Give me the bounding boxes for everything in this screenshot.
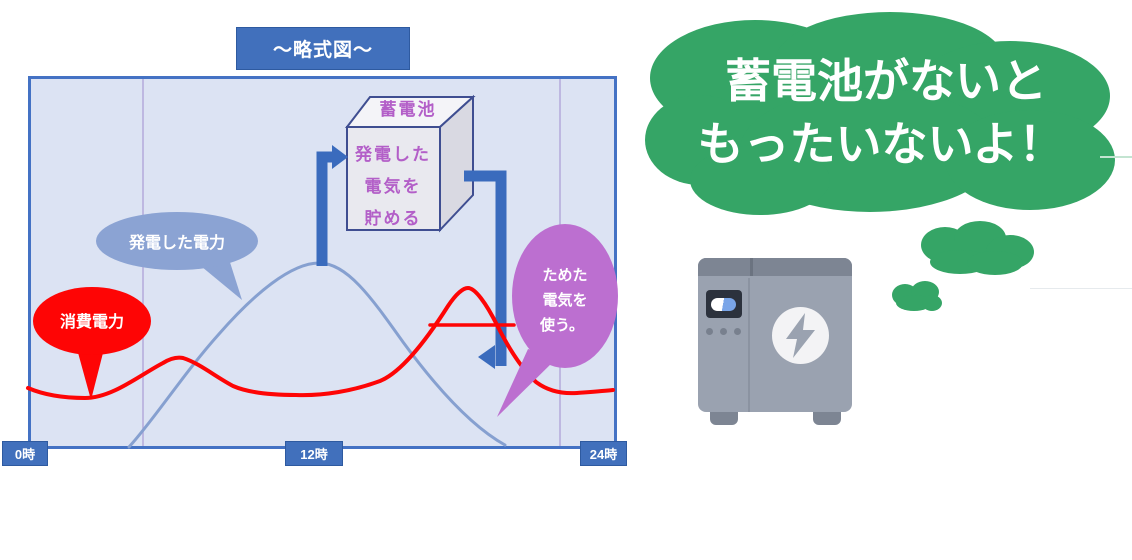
home-battery-illustration bbox=[694, 254, 860, 430]
axis-label-12h: 12時 bbox=[285, 441, 343, 466]
battery-box-front-face bbox=[346, 126, 441, 231]
diagram-title-box: ～略式図～ bbox=[236, 27, 410, 70]
lightning-bolt-icon bbox=[786, 313, 815, 358]
use-stored-bubble: ためた 電気を 使う。 bbox=[497, 224, 618, 417]
indicator-led-2 bbox=[720, 328, 727, 335]
thought-cloud-line-1: 蓄電池がないと bbox=[725, 56, 1047, 107]
indicator-led-1 bbox=[706, 328, 713, 335]
consumed-power-bubble: 消費電力 bbox=[33, 287, 151, 400]
generated-power-bubble: 発電した電力 bbox=[96, 212, 258, 300]
use-stored-bubble-tail bbox=[497, 349, 556, 417]
battery-top-notch bbox=[750, 258, 753, 276]
battery-box-3d bbox=[344, 94, 476, 233]
use-stored-line-2: 電気を bbox=[542, 291, 587, 309]
battery-foot-right bbox=[813, 412, 841, 425]
discharge-arrow-shaft bbox=[464, 170, 507, 366]
use-stored-line-3: 使う。 bbox=[539, 316, 584, 334]
indicator-led-3 bbox=[734, 328, 741, 335]
axis-label-0h: 0時 bbox=[2, 441, 48, 466]
use-stored-bubble-body bbox=[512, 224, 618, 368]
thought-cloud-graphic: 蓄電池がないと もったいないよ！ bbox=[645, 12, 1115, 311]
battery-box-top-label: 蓄電池 bbox=[380, 99, 437, 119]
thought-cloud bbox=[645, 12, 1115, 215]
battery-box-line-2: 電気を bbox=[365, 176, 422, 196]
thought-cloud-line-2: もったいないよ！ bbox=[697, 119, 1064, 170]
battery-top-strip bbox=[698, 258, 852, 276]
schematic-diagram: 発電した電力 消費電力 ためた 電気を 使う。 蓄電池 発電した 電気を 貯める bbox=[26, 76, 618, 449]
charge-arrow-shaft bbox=[316, 151, 332, 266]
battery-level-icon bbox=[711, 298, 736, 311]
battery-foot-left bbox=[710, 412, 738, 425]
charge-arrow bbox=[316, 145, 348, 266]
charge-arrow-head bbox=[332, 145, 348, 169]
battery-box-line-3: 貯める bbox=[365, 208, 422, 228]
discharge-arrow-head bbox=[478, 345, 495, 369]
generated-power-label: 発電した電力 bbox=[128, 233, 225, 252]
faint-green-line bbox=[1100, 156, 1132, 158]
use-stored-line-1: ためた bbox=[542, 267, 587, 284]
diagram-title: ～略式図～ bbox=[272, 40, 373, 61]
consumed-power-bubble-body bbox=[33, 287, 151, 355]
generated-power-bubble-body bbox=[96, 212, 258, 270]
axis-label-24h: 24時 bbox=[580, 441, 627, 466]
thought-cloud-puff-small bbox=[892, 281, 942, 311]
battery-box-line-1: 発電した bbox=[354, 144, 431, 164]
thought-cloud-puff-medium bbox=[921, 221, 1034, 275]
battery-panel-seam bbox=[748, 278, 750, 412]
consumed-power-bubble-tail bbox=[77, 349, 104, 400]
battery-display-screen bbox=[706, 290, 742, 318]
lightning-badge bbox=[772, 307, 829, 364]
discharge-arrow bbox=[464, 170, 507, 369]
faint-gray-line bbox=[1030, 288, 1132, 289]
consumed-power-label: 消費電力 bbox=[60, 312, 124, 331]
